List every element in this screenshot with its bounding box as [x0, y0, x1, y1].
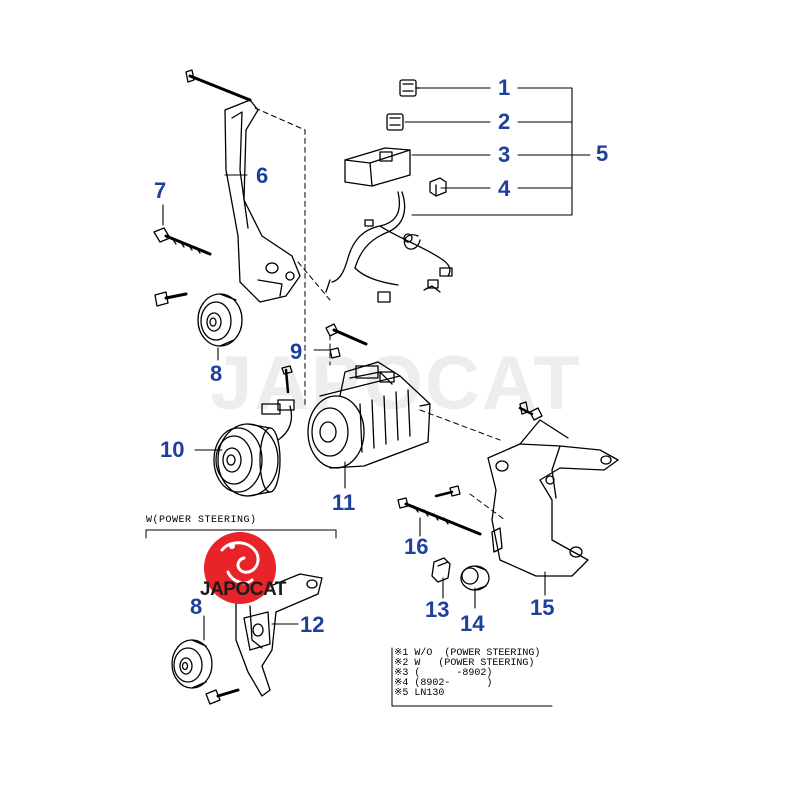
logo-text: JAPOCAT	[200, 579, 286, 600]
bolt-9	[281, 323, 368, 394]
bracket-12	[235, 573, 323, 697]
callout-11: 11	[332, 490, 356, 515]
compressor-11	[307, 361, 431, 469]
footnote-1: ※1 W/O (POWER STEERING)	[394, 648, 541, 659]
pressure-switch-1	[399, 79, 421, 97]
callout-2: 2	[498, 109, 511, 134]
bracket-6	[185, 69, 301, 303]
idler-pulley-8-top	[197, 293, 243, 347]
footnote-3: ※3 ( -8902)	[394, 668, 493, 679]
footnote-2: ※2 W (POWER STEERING)	[394, 658, 535, 669]
idler-bolt	[154, 291, 188, 307]
callout-16: 16	[404, 534, 429, 559]
pressure-switch-2	[386, 113, 404, 131]
callout-5: 5	[596, 141, 609, 166]
callout-13: 13	[425, 597, 450, 622]
footnote-4: ※4 (8902- )	[394, 678, 493, 689]
spacer-14	[460, 565, 490, 591]
footnote-5: ※5 LN130	[394, 688, 445, 699]
dashed-guides	[254, 107, 506, 521]
footnotes: ※1 W/O (POWER STEERING) ※2 W (POWER STEE…	[394, 649, 540, 699]
wire-harness	[325, 191, 453, 303]
callout-8-top: 8	[210, 361, 223, 386]
callout-12: 12	[300, 612, 325, 637]
mounting-bracket-15	[487, 401, 619, 577]
relay-4	[429, 177, 447, 197]
callout-9: 9	[290, 339, 303, 364]
callout-1: 1	[498, 75, 511, 100]
notes-frame	[391, 647, 553, 707]
callout-7: 7	[154, 178, 167, 203]
callout-4: 4	[498, 176, 511, 201]
callout-8-bottom: 8	[190, 594, 203, 619]
amplifier-3	[344, 147, 411, 187]
idler-pulley-8-bottom	[171, 639, 213, 689]
callout-6: 6	[256, 163, 269, 188]
watermark: JAPOCAT	[210, 341, 582, 426]
callout-3: 3	[498, 142, 511, 167]
callout-10: 10	[160, 437, 185, 462]
japocat-logo	[204, 532, 276, 604]
subdiagram-title: W(POWER STEERING)	[146, 515, 257, 526]
bottom-bolt	[205, 688, 240, 705]
bolt-7	[153, 227, 212, 256]
callout-15: 15	[530, 595, 555, 620]
nut-13	[431, 557, 451, 583]
magnetic-clutch-10	[213, 399, 295, 497]
power-steering-subdiagram-frame	[145, 529, 337, 539]
bolt-16	[397, 485, 482, 536]
callout-14: 14	[460, 611, 485, 636]
